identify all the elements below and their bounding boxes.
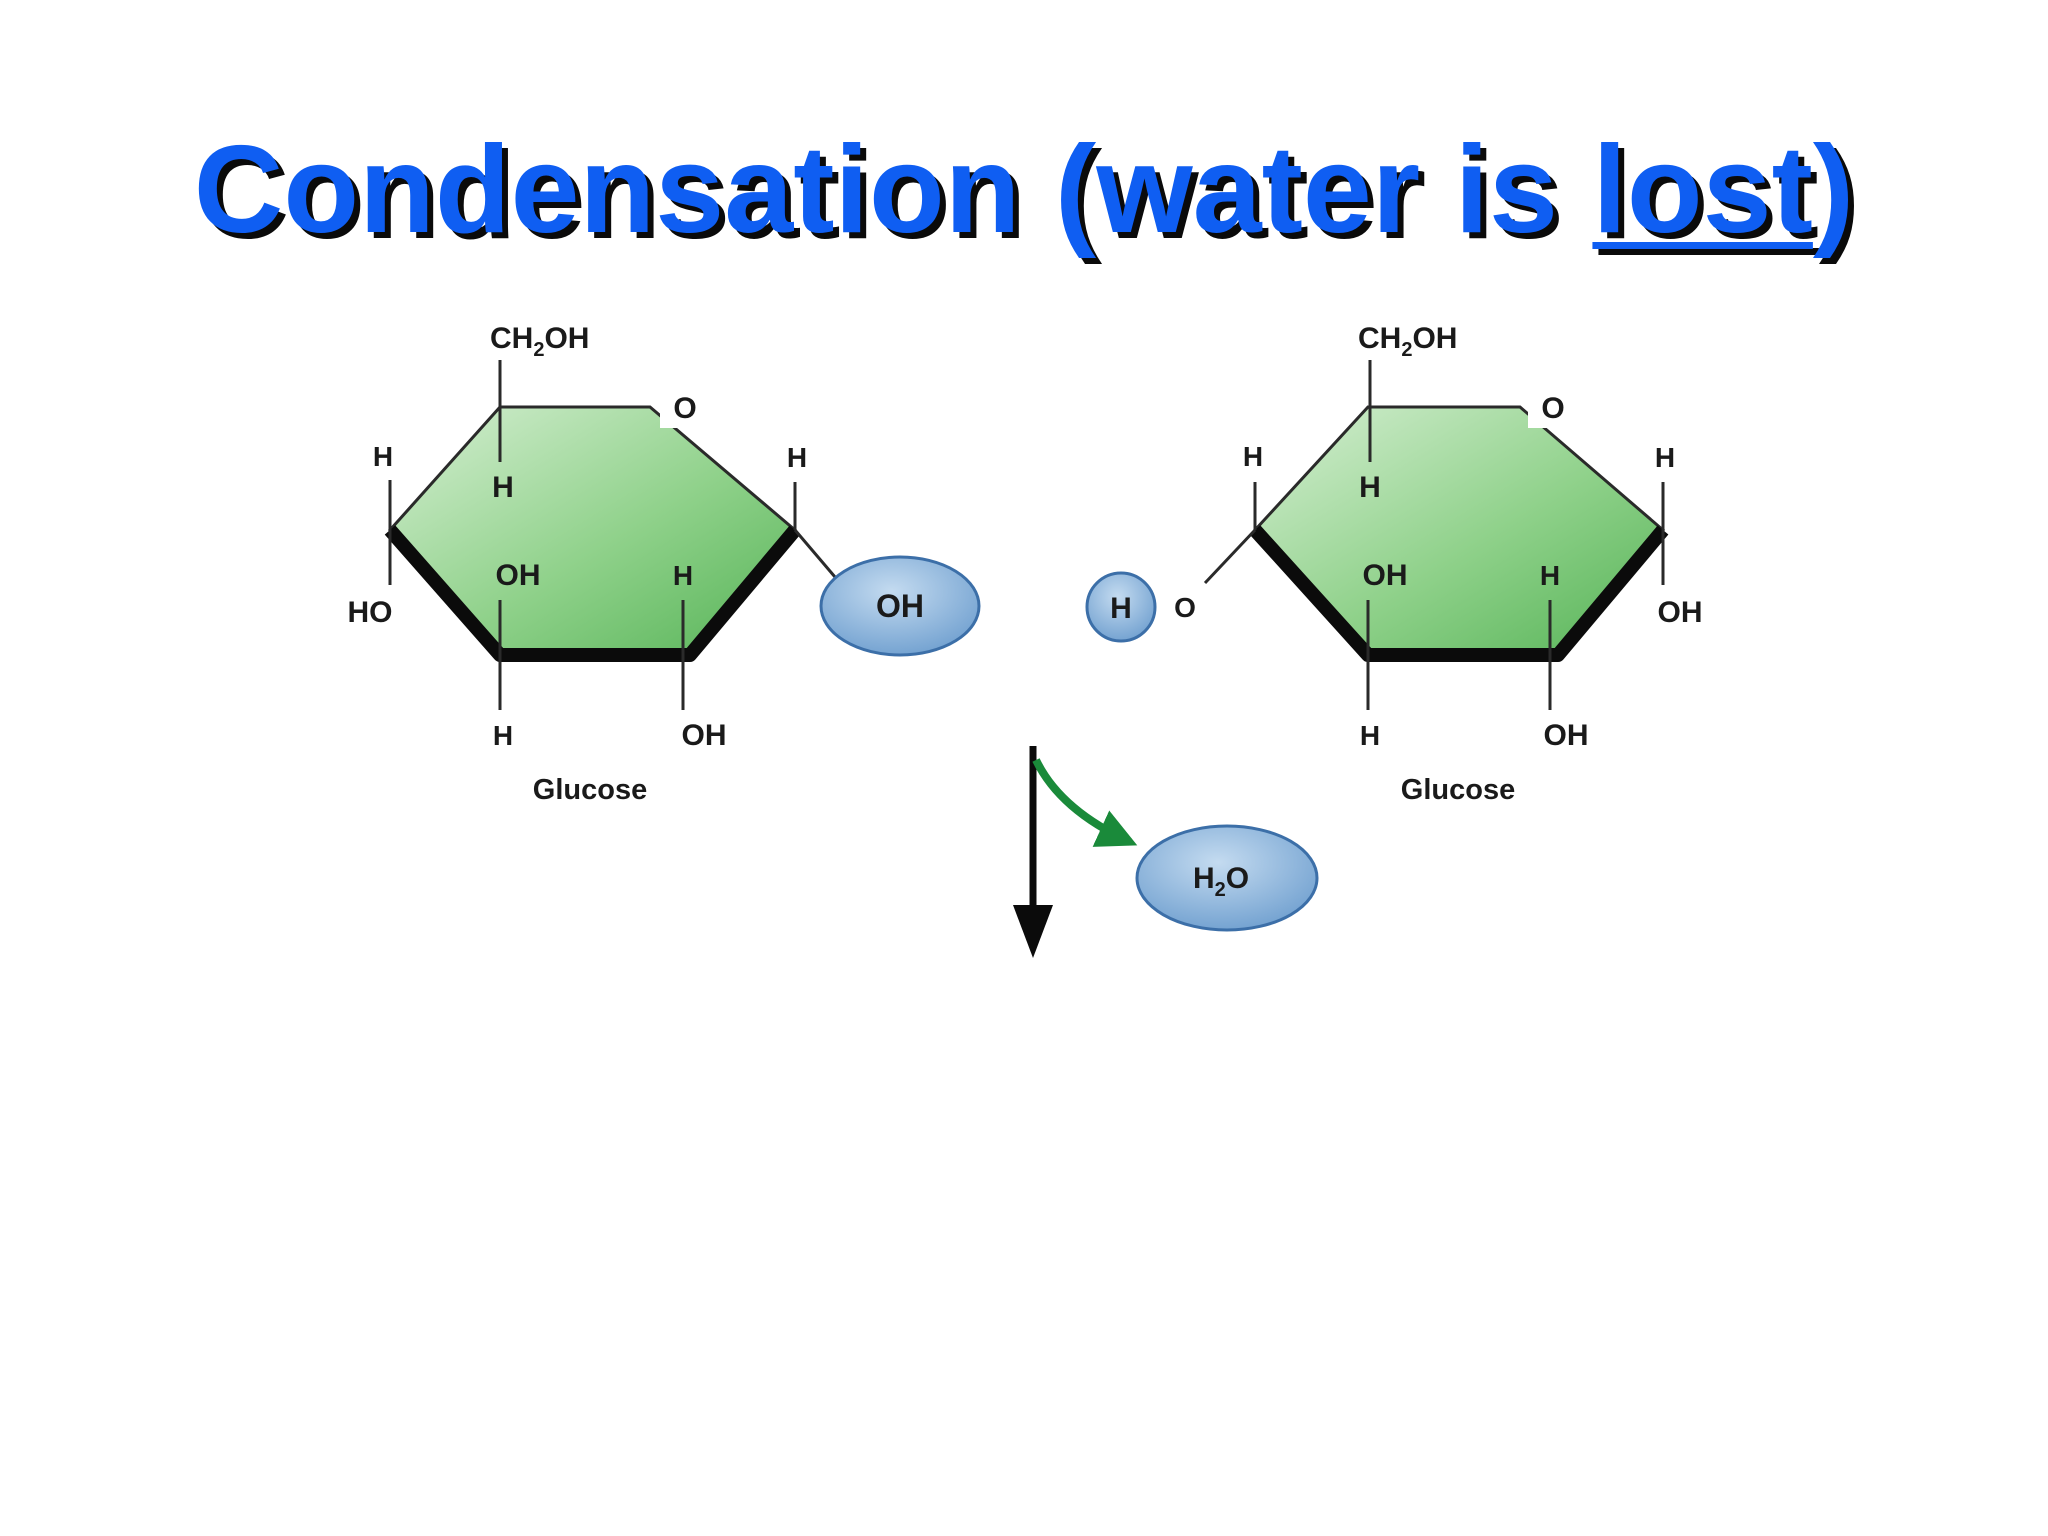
slide-title: Condensation (water is lost)	[0, 128, 2048, 252]
ring-front-edge-right	[1249, 525, 1669, 662]
ring-oxygen-right: O	[1541, 392, 1564, 425]
c4-ho-left: HO	[348, 596, 393, 629]
c4-h-right: H	[1243, 441, 1263, 472]
glucose-molecule-right: O CH2OH H H O H OH H H OH H OH Glucose	[1085, 322, 1703, 806]
c1-oh-right: OH	[1658, 596, 1703, 629]
c4-o-right: O	[1174, 592, 1196, 623]
c2-oh-left: OH	[682, 719, 727, 752]
glucose-name-left: Glucose	[533, 774, 647, 806]
ch2oh-label-right: CH2OH	[1358, 322, 1457, 361]
oh-bubble-left	[819, 555, 981, 657]
water-molecule: H2O	[1135, 824, 1319, 932]
ring-front-edge-left	[384, 525, 801, 662]
ch2oh-label-left: CH2OH	[490, 322, 589, 361]
title-emphasis-lost: lost	[1592, 121, 1813, 259]
c2-h-left: H	[673, 560, 693, 591]
c2-oh-right: OH	[1544, 719, 1589, 752]
ring-oxygen-left: O	[673, 392, 696, 425]
reaction-arrowhead	[1013, 905, 1053, 958]
c3-h-right: H	[1360, 720, 1380, 751]
water-release-arrow	[1032, 758, 1138, 847]
glucose-molecule-left: O CH2OH H H HO OH H H OH H OH Glucose	[348, 322, 981, 806]
c4-h-bubble-label: H	[1110, 592, 1132, 625]
reaction-arrow	[1013, 746, 1053, 958]
water-bubble	[1135, 824, 1319, 932]
title-close-paren: )	[1812, 121, 1855, 259]
c1-h-right: H	[1655, 442, 1675, 473]
bond-c1-oh-left	[793, 529, 837, 578]
water-label: H2O	[1193, 862, 1249, 901]
glucose-ring-left	[387, 405, 798, 657]
c1-h-left: H	[787, 442, 807, 473]
c2-h-right: H	[1540, 560, 1560, 591]
c3-oh-right: OH	[1363, 559, 1408, 592]
glucose-name-right: Glucose	[1401, 774, 1515, 806]
glucose-ring-right	[1252, 405, 1666, 657]
c5-h-left: H	[492, 471, 514, 504]
c5-h-right: H	[1359, 471, 1381, 504]
c1-oh-bubble-label: OH	[876, 588, 924, 624]
c4-h-left: H	[373, 441, 393, 472]
title-text: Condensation (water is	[193, 121, 1593, 259]
c3-h-left: H	[493, 720, 513, 751]
c3-oh-left: OH	[496, 559, 541, 592]
h-bubble-right	[1085, 571, 1157, 643]
bond-c4-o-right	[1203, 528, 1257, 585]
